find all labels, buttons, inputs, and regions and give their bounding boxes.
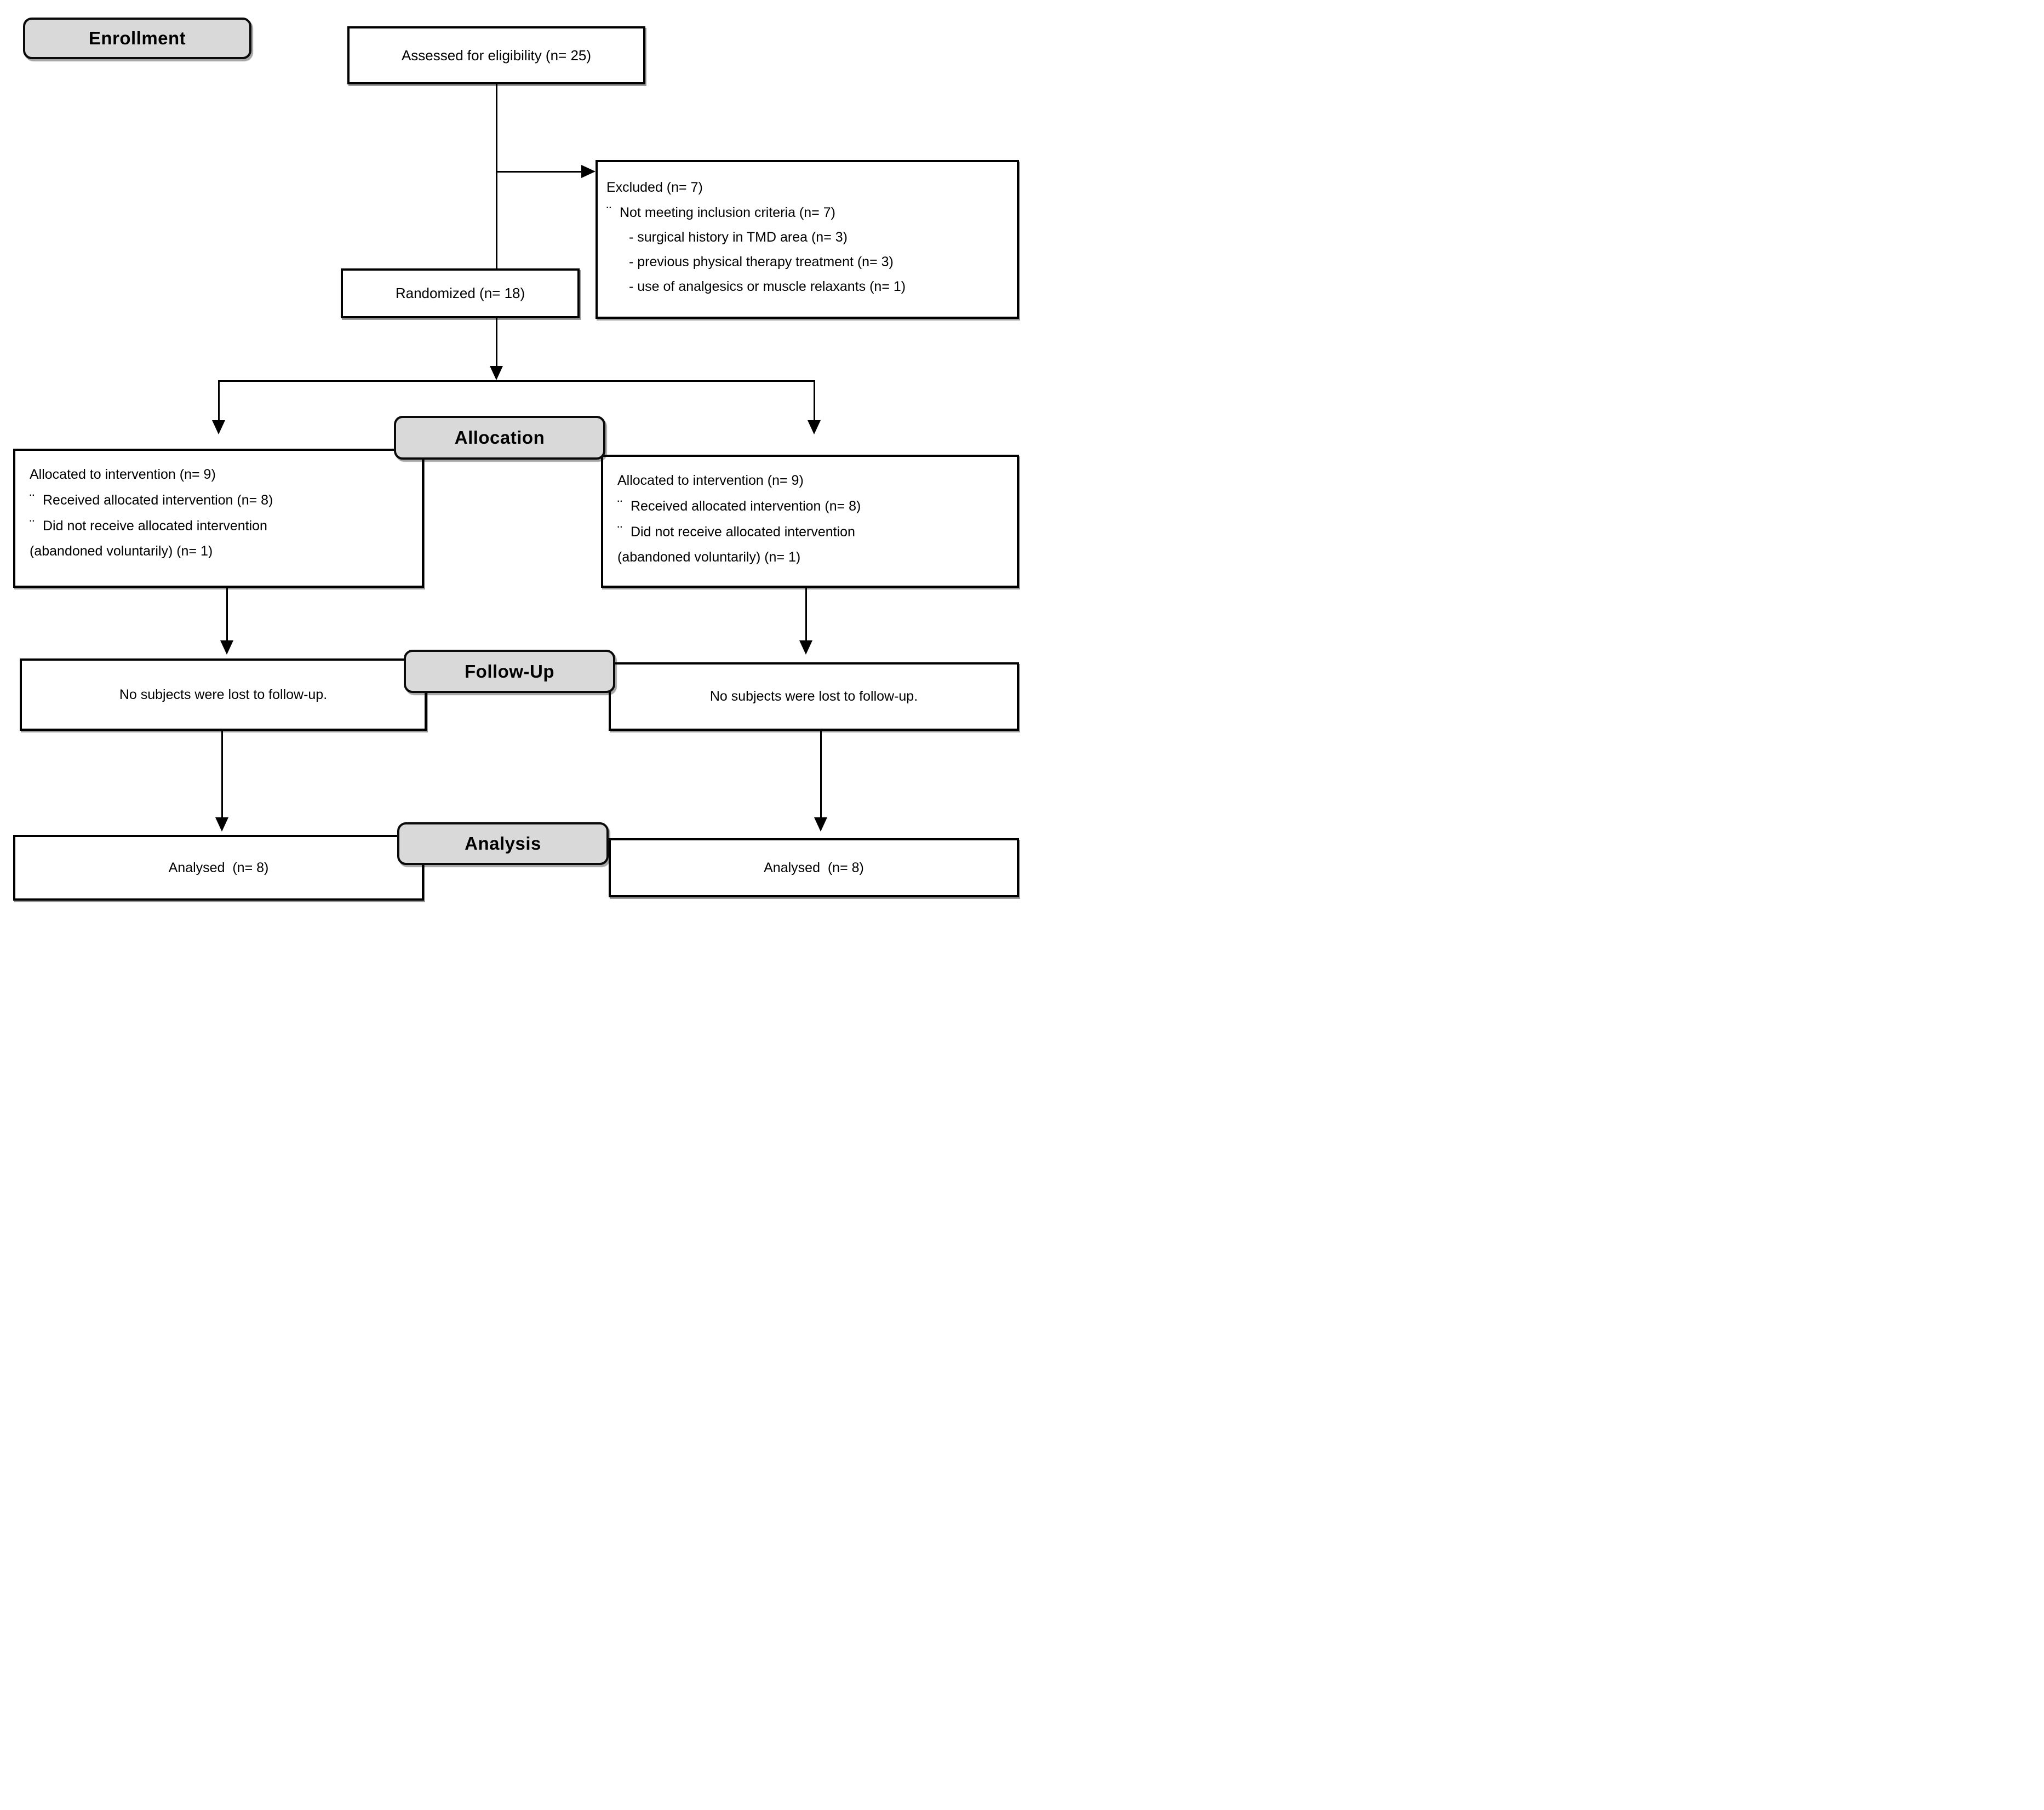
excluded-title: Excluded (n= 7)	[606, 180, 703, 195]
excluded-sub-reason: - previous physical therapy treatment (n…	[629, 254, 894, 270]
connector-alloc-to-followup-left	[226, 588, 228, 640]
box-excluded: Excluded (n= 7) ¨ Not meeting inclusion c…	[596, 160, 1019, 319]
box-allocated-right: Allocated to intervention (n= 9) ¨ Receiv…	[601, 455, 1019, 588]
stage-label-analysis: Analysis	[397, 822, 609, 865]
connector-alloc-to-followup-right	[805, 588, 807, 640]
consort-flow-diagram: Enrollment Allocation Follow-Up Analysis…	[0, 0, 1022, 905]
allocated-left-title: Allocated to intervention (n= 9)	[30, 467, 216, 482]
stage-label-enrollment: Enrollment	[23, 18, 251, 59]
allocated-right-item: Received allocated intervention (n= 8)	[631, 499, 861, 514]
excluded-sub-reason: - surgical history in TMD area (n= 3)	[629, 230, 848, 245]
allocated-right-title: Allocated to intervention (n= 9)	[617, 473, 804, 488]
connector-followup-to-analysis-left	[221, 731, 223, 817]
allocated-left-item-line: ¨ Received allocated intervention (n= 8)	[30, 487, 415, 513]
arrowhead-followup-right	[799, 640, 812, 655]
connector-to-excluded-line	[496, 171, 582, 173]
assessed-text: Assessed for eligibility (n= 25)	[401, 47, 592, 64]
followup-right-text: No subjects were lost to follow-up.	[709, 689, 918, 704]
allocated-left-bullet: ¨	[30, 517, 35, 534]
allocated-left-item-line: ¨ Did not receive allocated intervention	[30, 513, 415, 539]
box-randomized: Randomized (n= 18)	[341, 268, 580, 318]
arrowhead-alloc-left	[212, 420, 225, 434]
allocated-right-bullet: ¨	[617, 523, 622, 540]
allocated-right-item-line: ¨ Did not receive allocated intervention	[617, 519, 1010, 545]
connector-randomized-down-line	[496, 318, 497, 367]
box-analysis-left: Analysed (n= 8)	[13, 835, 424, 901]
connector-assessed-to-randomized	[496, 84, 497, 268]
box-followup-left: No subjects were lost to follow-up.	[20, 658, 427, 731]
split-drop-left-line	[218, 380, 220, 421]
arrowhead-randomized-down	[490, 366, 503, 380]
allocated-left-item: Did not receive allocated intervention	[43, 518, 267, 534]
allocation-split-bar	[219, 380, 815, 382]
excluded-reason-text: Not meeting inclusion criteria (n= 7)	[620, 205, 835, 220]
analysis-left-text: Analysed (n= 8)	[168, 860, 269, 875]
arrowhead-analysis-right	[814, 817, 827, 832]
analysis-right-text: Analysed (n= 8)	[764, 860, 864, 875]
split-drop-right-line	[814, 380, 815, 421]
connector-followup-to-analysis-right	[820, 731, 822, 817]
box-assessed: Assessed for eligibility (n= 25)	[347, 26, 645, 84]
arrowhead-to-excluded	[581, 165, 596, 178]
excluded-reason-line: ¨ Not meeting inclusion criteria (n= 7)	[606, 200, 1011, 225]
stage-label-followup: Follow-Up	[404, 650, 615, 693]
allocated-right-item-line: ¨ Received allocated intervention (n= 8)	[617, 493, 1010, 519]
box-analysis-right: Analysed (n= 8)	[609, 838, 1019, 897]
allocated-left-continuation: (abandoned voluntarily) (n= 1)	[30, 543, 213, 559]
excluded-sub-reason: - use of analgesics or muscle relaxants …	[629, 279, 906, 294]
stage-label-allocation: Allocation	[394, 416, 605, 460]
arrowhead-followup-left	[220, 640, 233, 655]
arrowhead-analysis-left	[215, 817, 228, 832]
box-allocated-left: Allocated to intervention (n= 9) ¨ Receiv…	[13, 449, 424, 588]
stage-label-enrollment-text: Enrollment	[88, 28, 186, 48]
excluded-bullet: ¨	[606, 204, 611, 220]
allocated-right-continuation: (abandoned voluntarily) (n= 1)	[617, 549, 801, 565]
stage-label-allocation-text: Allocation	[454, 427, 545, 448]
box-followup-right: No subjects were lost to follow-up.	[609, 662, 1019, 731]
stage-label-analysis-text: Analysis	[465, 833, 541, 854]
allocated-left-item: Received allocated intervention (n= 8)	[43, 492, 273, 508]
randomized-text: Randomized (n= 18)	[395, 285, 525, 301]
allocated-left-bullet: ¨	[30, 491, 35, 508]
followup-left-text: No subjects were lost to follow-up.	[119, 686, 328, 702]
allocated-right-bullet: ¨	[617, 497, 622, 514]
allocated-right-item: Did not receive allocated intervention	[631, 524, 855, 540]
arrowhead-alloc-right	[808, 420, 821, 434]
stage-label-followup-text: Follow-Up	[465, 661, 554, 681]
